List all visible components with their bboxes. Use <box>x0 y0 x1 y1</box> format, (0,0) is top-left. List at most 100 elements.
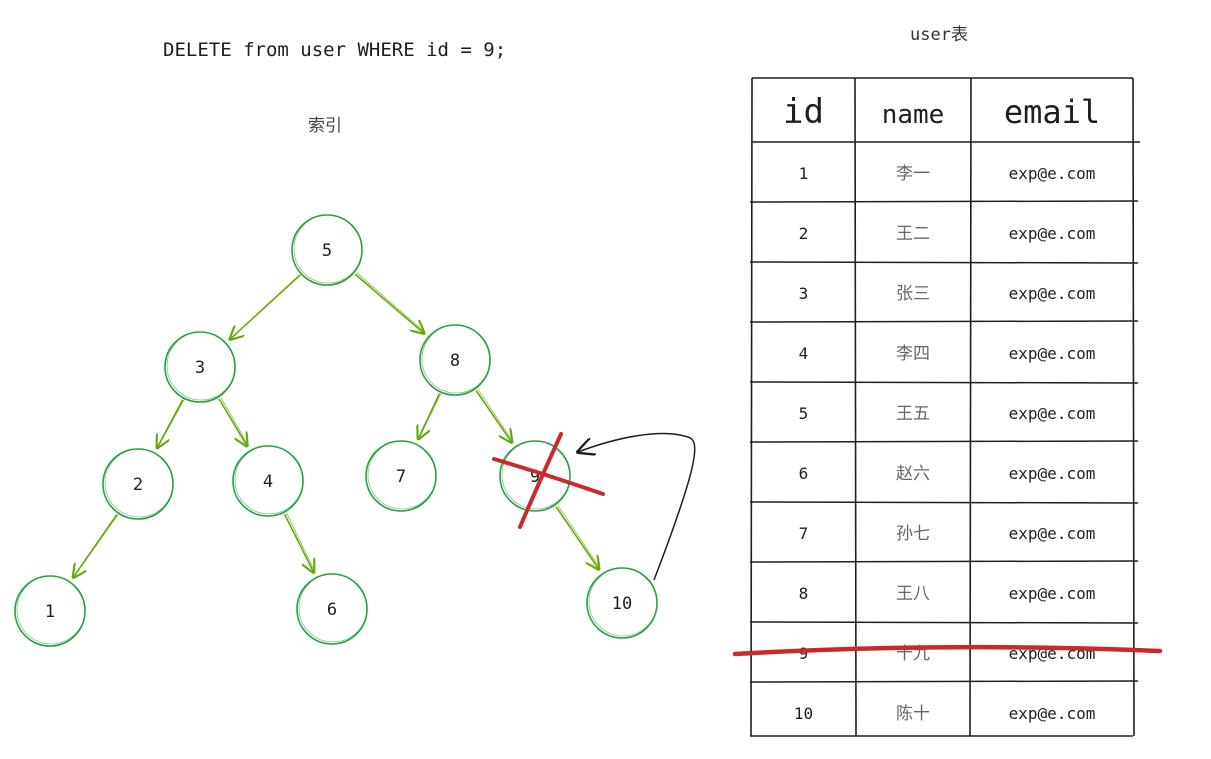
table-cell-id: 8 <box>799 584 809 603</box>
table-row-divider <box>749 200 1139 203</box>
tree-node-9: 9 <box>499 440 571 512</box>
tree-node-6: 6 <box>296 573 368 645</box>
table-row: 7 孙七 exp@e.com <box>799 524 1096 544</box>
table-header-id: id <box>783 92 824 132</box>
tree-node-circle-sketch <box>298 573 368 643</box>
tree-edge-n9-n10 <box>555 506 599 570</box>
table-cell-name: 张三 <box>896 284 930 304</box>
table-cell-name: 陈十 <box>896 704 930 724</box>
tree-edge-sketch <box>230 273 303 339</box>
tree-node-label: 6 <box>327 600 337 620</box>
tree-edge-sketch <box>157 398 186 447</box>
table-cell-name: 王八 <box>896 584 930 604</box>
table-column-line <box>854 77 857 737</box>
tree-node-8: 8 <box>419 324 491 396</box>
table-row-divider <box>749 680 1139 683</box>
tree-edge-sketch <box>356 272 426 333</box>
table-row-divider <box>749 381 1139 384</box>
table-cell-email: exp@e.com <box>1009 284 1096 303</box>
table-cell-email: exp@e.com <box>1009 524 1096 543</box>
tree-node-label: 2 <box>133 475 143 495</box>
tree-node-label: 8 <box>450 351 460 371</box>
tree-node-4: 4 <box>232 445 304 517</box>
table-row: 5 王五 exp@e.com <box>799 404 1096 424</box>
table-row: 6 赵六 exp@e.com <box>799 464 1096 484</box>
table-row-divider <box>749 501 1139 504</box>
tree-node-circle-sketch <box>16 575 86 645</box>
tree-edge-n3-n4 <box>218 398 247 446</box>
tree-node-label: 7 <box>396 467 406 487</box>
table-row-divider <box>749 621 1139 624</box>
table-cell-name: 王五 <box>896 404 930 424</box>
reconnect-arrow <box>578 432 696 581</box>
table-cell-name: 李四 <box>896 344 930 364</box>
table-cell-email: exp@e.com <box>1009 164 1096 183</box>
table-cell-name: 赵六 <box>896 464 930 484</box>
table-header-email: email <box>1004 93 1100 131</box>
index-label: 索引 <box>308 116 342 136</box>
table-cell-email: exp@e.com <box>1009 404 1096 423</box>
tree-edge-sketch <box>418 392 442 439</box>
table-cell-id: 7 <box>799 524 809 543</box>
tree-edge-n3-n2 <box>157 399 184 448</box>
table-cell-id: 10 <box>794 704 813 723</box>
table-cell-name: 王二 <box>896 224 930 244</box>
table-row: 3 张三 exp@e.com <box>799 284 1096 304</box>
tree-node-label: 1 <box>45 602 55 622</box>
tree-edge-sketch <box>477 389 514 442</box>
tree-node-7: 7 <box>365 440 437 512</box>
tree-node-1: 1 <box>14 575 86 647</box>
table-cell-email: exp@e.com <box>1009 344 1096 363</box>
table-cell-id: 6 <box>799 464 809 483</box>
tree-edge-sketch <box>286 512 316 572</box>
table-cell-id: 3 <box>799 284 809 303</box>
table-row: 10 陈十 exp@e.com <box>794 704 1095 724</box>
tree-node-circle-sketch <box>104 448 174 518</box>
table-row-divider <box>749 320 1139 323</box>
tree-node-circle-sketch <box>234 445 304 515</box>
table-row: 4 李四 exp@e.com <box>799 344 1096 364</box>
tree-edge-sketch <box>557 505 601 569</box>
tree-node-label: 10 <box>612 594 632 614</box>
table-cell-email: exp@e.com <box>1009 224 1096 243</box>
tree-edge-sketch <box>73 513 120 577</box>
table-header-name: name <box>882 100 945 130</box>
tree-edge-n5-n8 <box>354 273 424 333</box>
tree-node-circle-sketch <box>588 567 658 637</box>
tree-edges <box>73 272 601 577</box>
tree-node-circle-sketch <box>166 331 236 401</box>
table-cell-email: exp@e.com <box>1009 464 1096 483</box>
tree-nodes: 5 3 8 2 4 7 9 1 6 10 <box>14 214 658 647</box>
table-title: user表 <box>910 25 968 45</box>
row-strikethrough <box>732 644 1163 657</box>
table-row: 2 王二 exp@e.com <box>799 224 1096 244</box>
tree-node-3: 3 <box>164 331 236 403</box>
table-row-divider <box>749 440 1139 443</box>
tree-node-label: 5 <box>322 241 332 261</box>
tree-node-circle-sketch <box>367 440 437 510</box>
table-row-divider <box>749 261 1139 264</box>
tree-node-label: 3 <box>195 358 205 378</box>
delete-cross-mark <box>492 432 605 529</box>
tree-node-2: 2 <box>102 448 174 520</box>
table-cell-id: 4 <box>799 344 809 363</box>
tree-node-circle-sketch <box>293 214 363 284</box>
table-cell-name: 孙七 <box>896 524 930 544</box>
table-cell-name: 李一 <box>896 164 930 184</box>
sql-statement: DELETE from user WHERE id = 9; <box>163 39 506 61</box>
tree-node-label: 9 <box>530 467 540 487</box>
tree-node-10: 10 <box>586 567 658 639</box>
table-row-divider <box>749 560 1139 563</box>
tree-node-circle-sketch <box>421 324 491 394</box>
table-cell-id: 2 <box>799 224 809 243</box>
tree-node-label: 4 <box>263 472 273 492</box>
table-cell-id: 5 <box>799 404 809 423</box>
table-cell-email: exp@e.com <box>1009 704 1096 723</box>
table-column-line <box>969 77 972 737</box>
tree-node-5: 5 <box>291 214 363 286</box>
